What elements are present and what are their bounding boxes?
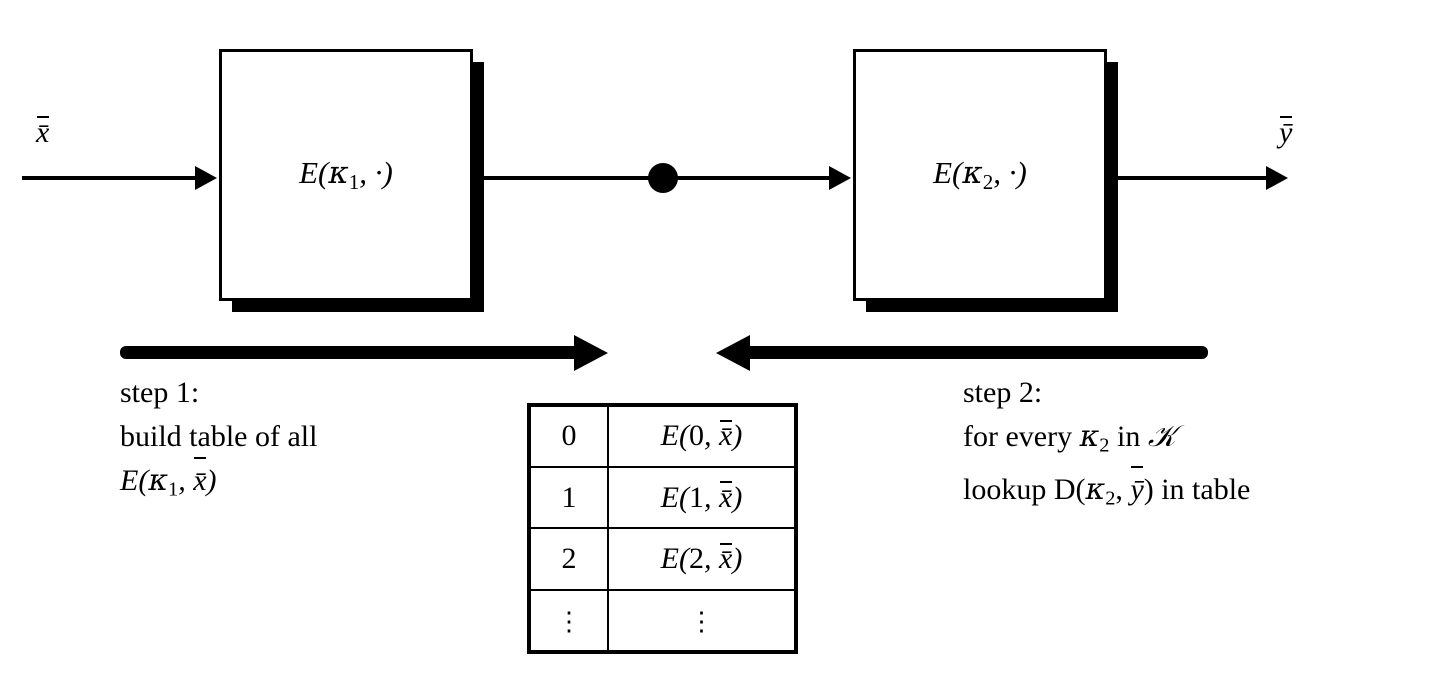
table-value-index: 0 bbox=[689, 419, 704, 453]
input-label-xbar-text: x̄ bbox=[36, 116, 50, 149]
enc2-label: E(κ2, ·) bbox=[856, 157, 1104, 193]
step2-line2-prefix: for every bbox=[963, 420, 1080, 453]
table-value-arg: x̄ bbox=[719, 542, 733, 576]
table-cell-key: 1 bbox=[531, 465, 609, 530]
input-arrowhead-icon bbox=[195, 166, 217, 190]
step1-text-block: step 1: build table of all E(κ1, x̄) bbox=[120, 371, 317, 512]
enc1-label-suffix: , ·) bbox=[359, 155, 393, 191]
enc1-key-symbol: κ bbox=[328, 155, 349, 192]
step1-heading: step 1: bbox=[120, 376, 200, 409]
table-row: 1 E(1, x̄) bbox=[531, 465, 794, 530]
step2-arrow-shaft bbox=[740, 346, 1208, 359]
table-cell-value: E(2, x̄) bbox=[607, 527, 794, 592]
table-cell-key-ellipsis: ⋮ bbox=[531, 589, 609, 650]
step1-line3: E(κ1, x̄) bbox=[120, 457, 317, 512]
table-value-prefix: E( bbox=[660, 419, 689, 453]
step1-line3-arg: x̄ bbox=[193, 457, 207, 503]
input-label-xbar: x̄ bbox=[36, 116, 50, 149]
input-wire bbox=[22, 176, 198, 180]
step2-line2: for every κ2 in 𝒦 bbox=[963, 415, 1250, 468]
step2-line3-prefix: lookup D( bbox=[963, 472, 1086, 506]
vertical-dots-icon: ⋮ bbox=[556, 606, 582, 636]
table-value-separator: , bbox=[704, 480, 719, 514]
enc2-label-prefix: E( bbox=[933, 155, 963, 191]
table-value-prefix: E( bbox=[660, 480, 689, 514]
step2-line2-key-subscript: 2 bbox=[1099, 434, 1110, 457]
enc2-input-arrowhead-icon bbox=[829, 166, 851, 190]
table-cell-key: 0 bbox=[531, 407, 609, 468]
step1-arrow-shaft bbox=[120, 346, 590, 359]
vertical-dots-icon: ⋮ bbox=[688, 606, 715, 636]
table-row: 2 E(2, x̄) bbox=[531, 527, 794, 592]
table-value-index: 2 bbox=[689, 542, 704, 576]
step2-heading: step 2: bbox=[963, 376, 1043, 409]
step2-line3: lookup D(κ2, ȳ) in table bbox=[963, 465, 1251, 521]
enc2-label-suffix: , ·) bbox=[993, 155, 1027, 191]
table-value-separator: , bbox=[704, 542, 719, 576]
step2-line3-key-subscript: 2 bbox=[1105, 487, 1116, 510]
table-cell-value: E(1, x̄) bbox=[607, 465, 794, 530]
step2-line3-separator: , bbox=[1115, 472, 1131, 506]
step1-arrowhead-icon bbox=[574, 335, 608, 371]
enc2-key-subscript: 2 bbox=[982, 169, 994, 194]
step2-line3-arg: ȳ bbox=[1130, 465, 1144, 512]
output-label-ybar-text: ȳ bbox=[1279, 116, 1293, 149]
table-cell-key: 2 bbox=[531, 527, 609, 592]
table-value-suffix: ) bbox=[732, 542, 743, 576]
step2-line2-separator: in bbox=[1109, 420, 1148, 453]
table-value-prefix: E( bbox=[660, 542, 689, 576]
enc2-key-symbol: κ bbox=[962, 155, 983, 192]
step2-text-block: step 2: for every κ2 in 𝒦 lookup D(κ2, y… bbox=[963, 371, 1250, 520]
lookup-table: 0 E(0, x̄) 1 E(1, x̄) 2 E(2, x̄) bbox=[527, 403, 798, 654]
step2-arrowhead-icon bbox=[716, 335, 750, 371]
enc2-block: E(κ2, ·) bbox=[853, 49, 1107, 301]
output-wire bbox=[1104, 176, 1269, 180]
enc1-block: E(κ1, ·) bbox=[219, 49, 473, 301]
step1-line3-suffix: ) bbox=[206, 464, 217, 497]
step2-line2-key-symbol: κ bbox=[1079, 419, 1100, 454]
table-row: ⋮ ⋮ bbox=[531, 589, 794, 650]
table-value-arg: x̄ bbox=[719, 419, 733, 453]
table-value-separator: , bbox=[704, 419, 719, 453]
step1-line3-key-subscript: 1 bbox=[168, 478, 179, 501]
output-arrowhead-icon bbox=[1266, 166, 1288, 190]
table-value-arg: x̄ bbox=[719, 480, 733, 514]
table-value-suffix: ) bbox=[732, 480, 743, 514]
step1-line3-separator: , bbox=[178, 464, 194, 497]
step1-line3-key-symbol: κ bbox=[148, 463, 169, 498]
table-value-index: 1 bbox=[689, 480, 704, 514]
step2-line3-suffix: ) in table bbox=[1143, 472, 1251, 506]
step1-line3-prefix: E( bbox=[120, 464, 149, 497]
output-label-ybar: ȳ bbox=[1279, 116, 1293, 149]
enc1-label: E(κ1, ·) bbox=[222, 157, 470, 193]
step2-line3-key-symbol: κ bbox=[1085, 471, 1106, 507]
enc1-label-prefix: E( bbox=[299, 155, 329, 191]
table-value-suffix: ) bbox=[732, 419, 743, 453]
step1-line2: build table of all bbox=[120, 420, 318, 453]
enc1-key-subscript: 1 bbox=[348, 169, 360, 194]
step2-line2-keyspace-symbol: 𝒦 bbox=[1147, 419, 1176, 454]
table-cell-value-ellipsis: ⋮ bbox=[607, 589, 794, 650]
junction-dot-icon bbox=[648, 163, 678, 193]
table-row: 0 E(0, x̄) bbox=[531, 407, 794, 468]
table-cell-value: E(0, x̄) bbox=[607, 407, 794, 468]
